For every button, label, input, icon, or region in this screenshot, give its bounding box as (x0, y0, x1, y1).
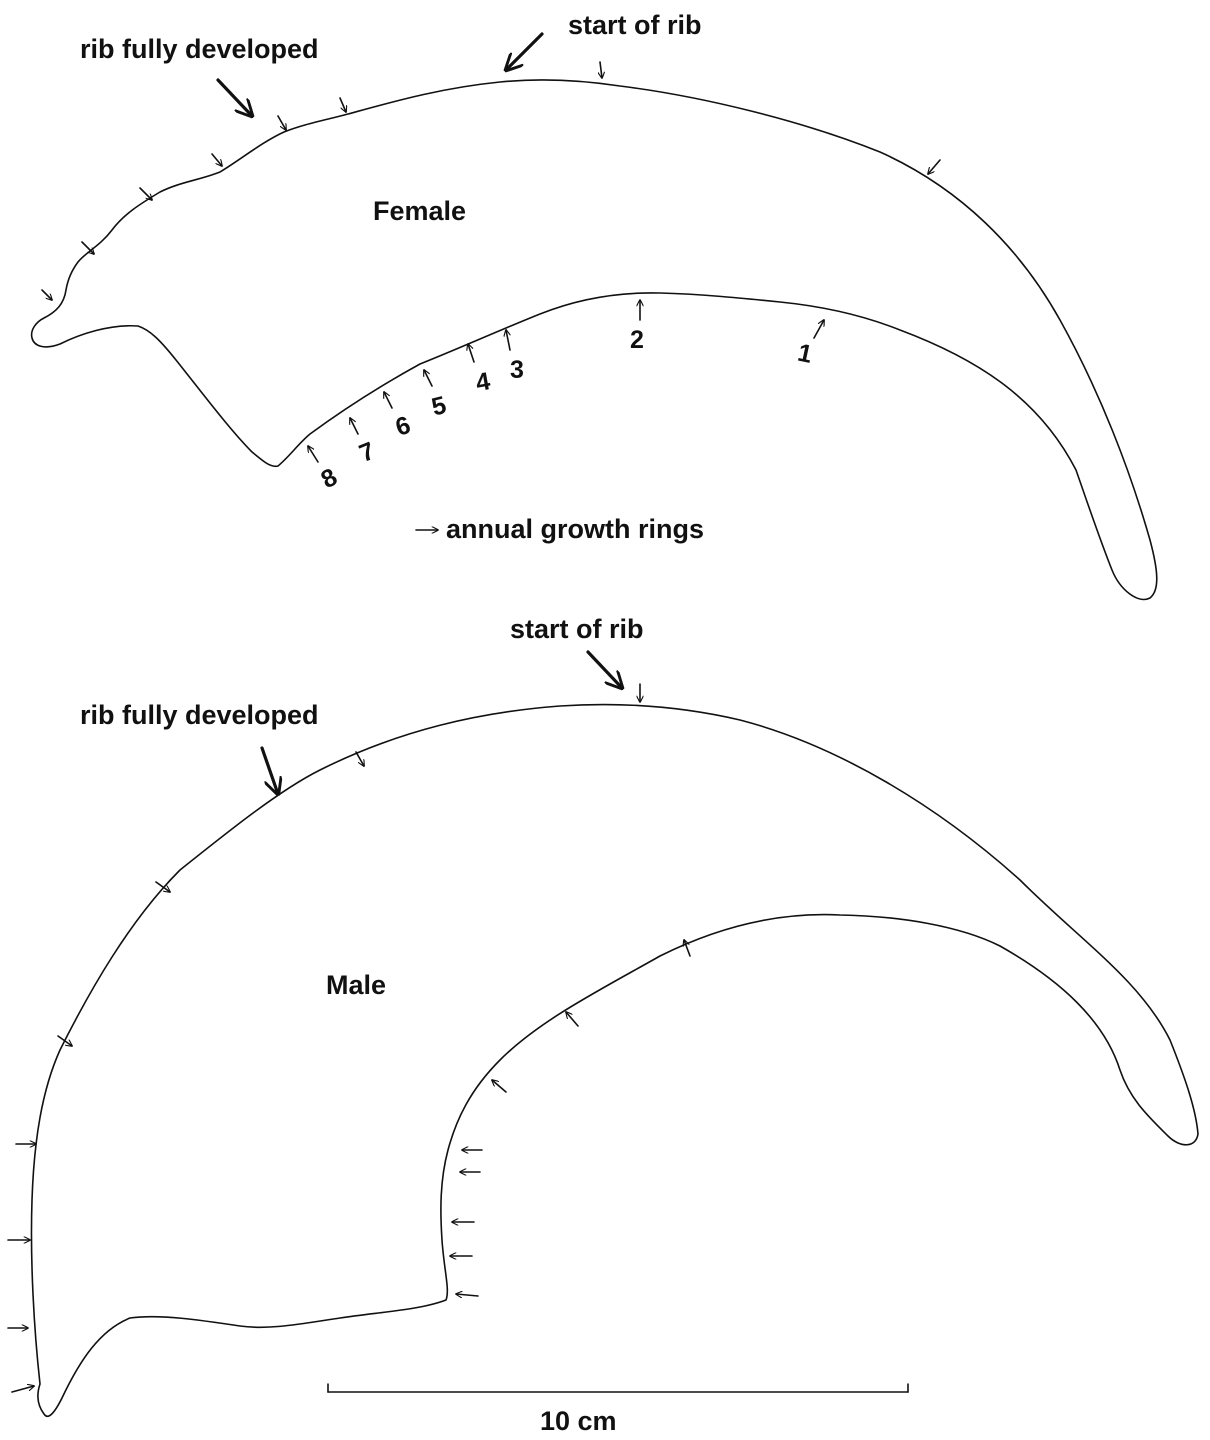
male-horn-outline (31, 705, 1198, 1417)
male-outer-ring-arrow (356, 752, 364, 766)
male-start-of-rib-label: start of rib (510, 614, 644, 644)
female-outer-ring-arrow (212, 154, 222, 166)
female-inner-ring-arrow (424, 370, 432, 386)
male-inner-ring-arrow (456, 1294, 478, 1296)
female-outer-ring-arrow (140, 188, 152, 200)
female-inner-ring-arrow (506, 330, 510, 350)
female-start-of-rib-label: start of rib (568, 10, 702, 40)
female-outer-ring-arrow (278, 116, 286, 130)
female-ring-number-4: 4 (474, 367, 493, 397)
female-outer-ring-arrow (600, 62, 602, 78)
female-outer-ring-arrow (928, 160, 940, 174)
male-outer-ring-arrow (58, 1036, 72, 1046)
female-ring-number-6: 6 (392, 411, 414, 442)
male-horn: start of rib rib fully developed Male (8, 614, 1198, 1416)
male-rib-fully-developed-label: rib fully developed (80, 700, 319, 730)
growth-ring-legend: annual growth rings (416, 514, 704, 544)
female-label: Female (373, 196, 466, 226)
male-label: Male (326, 970, 386, 1000)
female-growth-ring-arrows-inner (308, 300, 824, 462)
female-inner-ring-arrow (814, 320, 824, 338)
female-growth-ring-arrows-outer (42, 62, 940, 300)
female-rib-fully-developed-label: rib fully developed (80, 34, 319, 64)
female-ring-number-8: 8 (316, 463, 342, 494)
female-inner-ring-arrow (384, 392, 392, 408)
female-ring-number-2: 2 (630, 326, 644, 354)
female-inner-ring-arrow (468, 344, 474, 362)
scale-bar: 10 cm (328, 1384, 908, 1436)
male-growth-ring-arrows-inner (450, 940, 690, 1296)
female-ring-numbers: 1 2 3 4 5 6 7 8 (316, 326, 814, 494)
male-inner-ring-arrow (492, 1080, 506, 1092)
male-growth-ring-arrows-outer (8, 752, 364, 1392)
male-rib-fully-developed-pointer (262, 748, 278, 794)
female-outer-ring-arrow (340, 98, 346, 112)
female-ring-number-3: 3 (510, 356, 524, 384)
female-start-of-rib-pointer (506, 34, 542, 70)
female-outer-ring-arrow (42, 290, 52, 300)
female-ring-number-5: 5 (429, 391, 449, 422)
female-ring-number-1: 1 (795, 339, 815, 369)
male-outer-ring-arrow (12, 1386, 34, 1392)
female-horn: start of rib rib fully developed 1 (32, 10, 1157, 599)
male-inner-ring-arrow (566, 1012, 578, 1026)
female-rib-fully-developed-pointer (218, 80, 252, 116)
female-ring-number-7: 7 (355, 437, 378, 468)
male-start-of-rib-pointer (588, 652, 622, 688)
female-inner-ring-arrow (308, 446, 318, 462)
legend-label: annual growth rings (446, 514, 704, 544)
female-inner-ring-arrow (350, 418, 358, 434)
scale-bar-label: 10 cm (540, 1406, 617, 1436)
